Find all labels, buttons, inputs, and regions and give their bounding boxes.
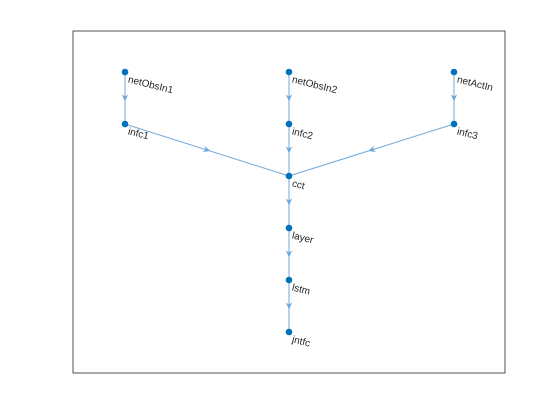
graph-arrowheads <box>121 94 458 310</box>
node-label-cct: cct <box>291 178 306 192</box>
node-label-layer: layer <box>291 230 315 246</box>
node-label-jntfc: jntfc <box>290 334 311 349</box>
node-infc3 <box>450 120 458 128</box>
node-label-lstm: lstm <box>291 282 311 297</box>
node-label-infc3: infc3 <box>456 126 480 142</box>
node-infc1 <box>121 120 129 128</box>
node-label-infc2: infc2 <box>291 126 315 142</box>
node-netObsIn2 <box>285 68 293 76</box>
arrowhead-infc3-to-cct <box>368 145 376 152</box>
arrowhead-lstm-to-jntfc <box>285 302 293 310</box>
node-cct <box>285 172 293 180</box>
node-label-infc1: infc1 <box>127 126 151 142</box>
arrowhead-layer-to-lstm <box>285 250 293 258</box>
node-layer <box>285 224 293 232</box>
node-jntfc <box>285 328 293 336</box>
arrowhead-netObsIn1-to-infc1 <box>121 94 129 102</box>
node-netActIn <box>450 68 458 76</box>
arrowhead-infc2-to-cct <box>285 146 293 154</box>
arrowhead-netObsIn2-to-infc2 <box>285 94 293 102</box>
node-lstm <box>285 276 293 284</box>
arrowhead-netActIn-to-infc3 <box>450 94 458 102</box>
arrowhead-infc1-to-cct <box>202 145 211 152</box>
node-infc2 <box>285 120 293 128</box>
arrowhead-cct-to-layer <box>285 198 293 206</box>
node-netObsIn1 <box>121 68 129 76</box>
graph-nodes <box>121 68 458 336</box>
